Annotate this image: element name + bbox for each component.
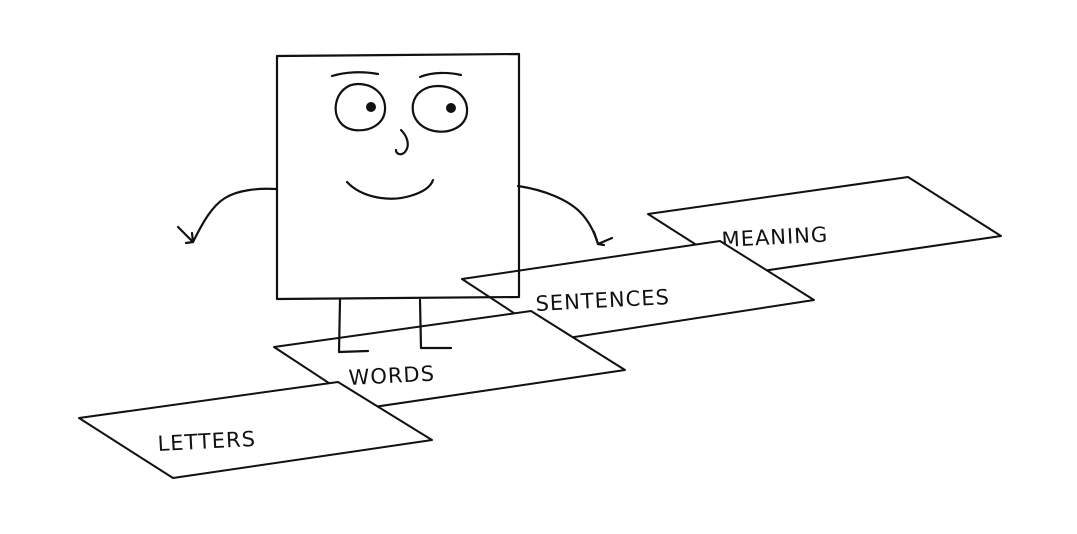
left-leg xyxy=(337,298,370,354)
right-hand xyxy=(592,230,614,247)
right-eye xyxy=(411,84,469,133)
nose xyxy=(394,128,409,156)
right-eyebrow xyxy=(418,71,463,79)
step-meaning-label: MEANING xyxy=(721,222,829,252)
step-letters-card xyxy=(78,381,433,479)
right-pupil xyxy=(446,103,456,113)
step-words-label: WORDS xyxy=(348,362,436,390)
left-eye xyxy=(334,82,387,132)
left-pupil xyxy=(366,102,376,112)
character-body xyxy=(275,52,521,301)
smile xyxy=(345,178,435,200)
step-meaning: MEANING xyxy=(647,176,1002,275)
square-character xyxy=(176,52,614,354)
left-hand xyxy=(176,225,195,245)
step-sentences: SENTENCES xyxy=(461,240,815,341)
right-leg xyxy=(418,298,453,350)
left-arm xyxy=(191,187,278,244)
step-letters: LETTERS xyxy=(78,381,433,479)
right-arm xyxy=(516,184,600,246)
left-eyebrow xyxy=(330,71,380,78)
step-words: WORDS xyxy=(273,310,626,409)
step-letters-label: LETTERS xyxy=(157,427,257,456)
